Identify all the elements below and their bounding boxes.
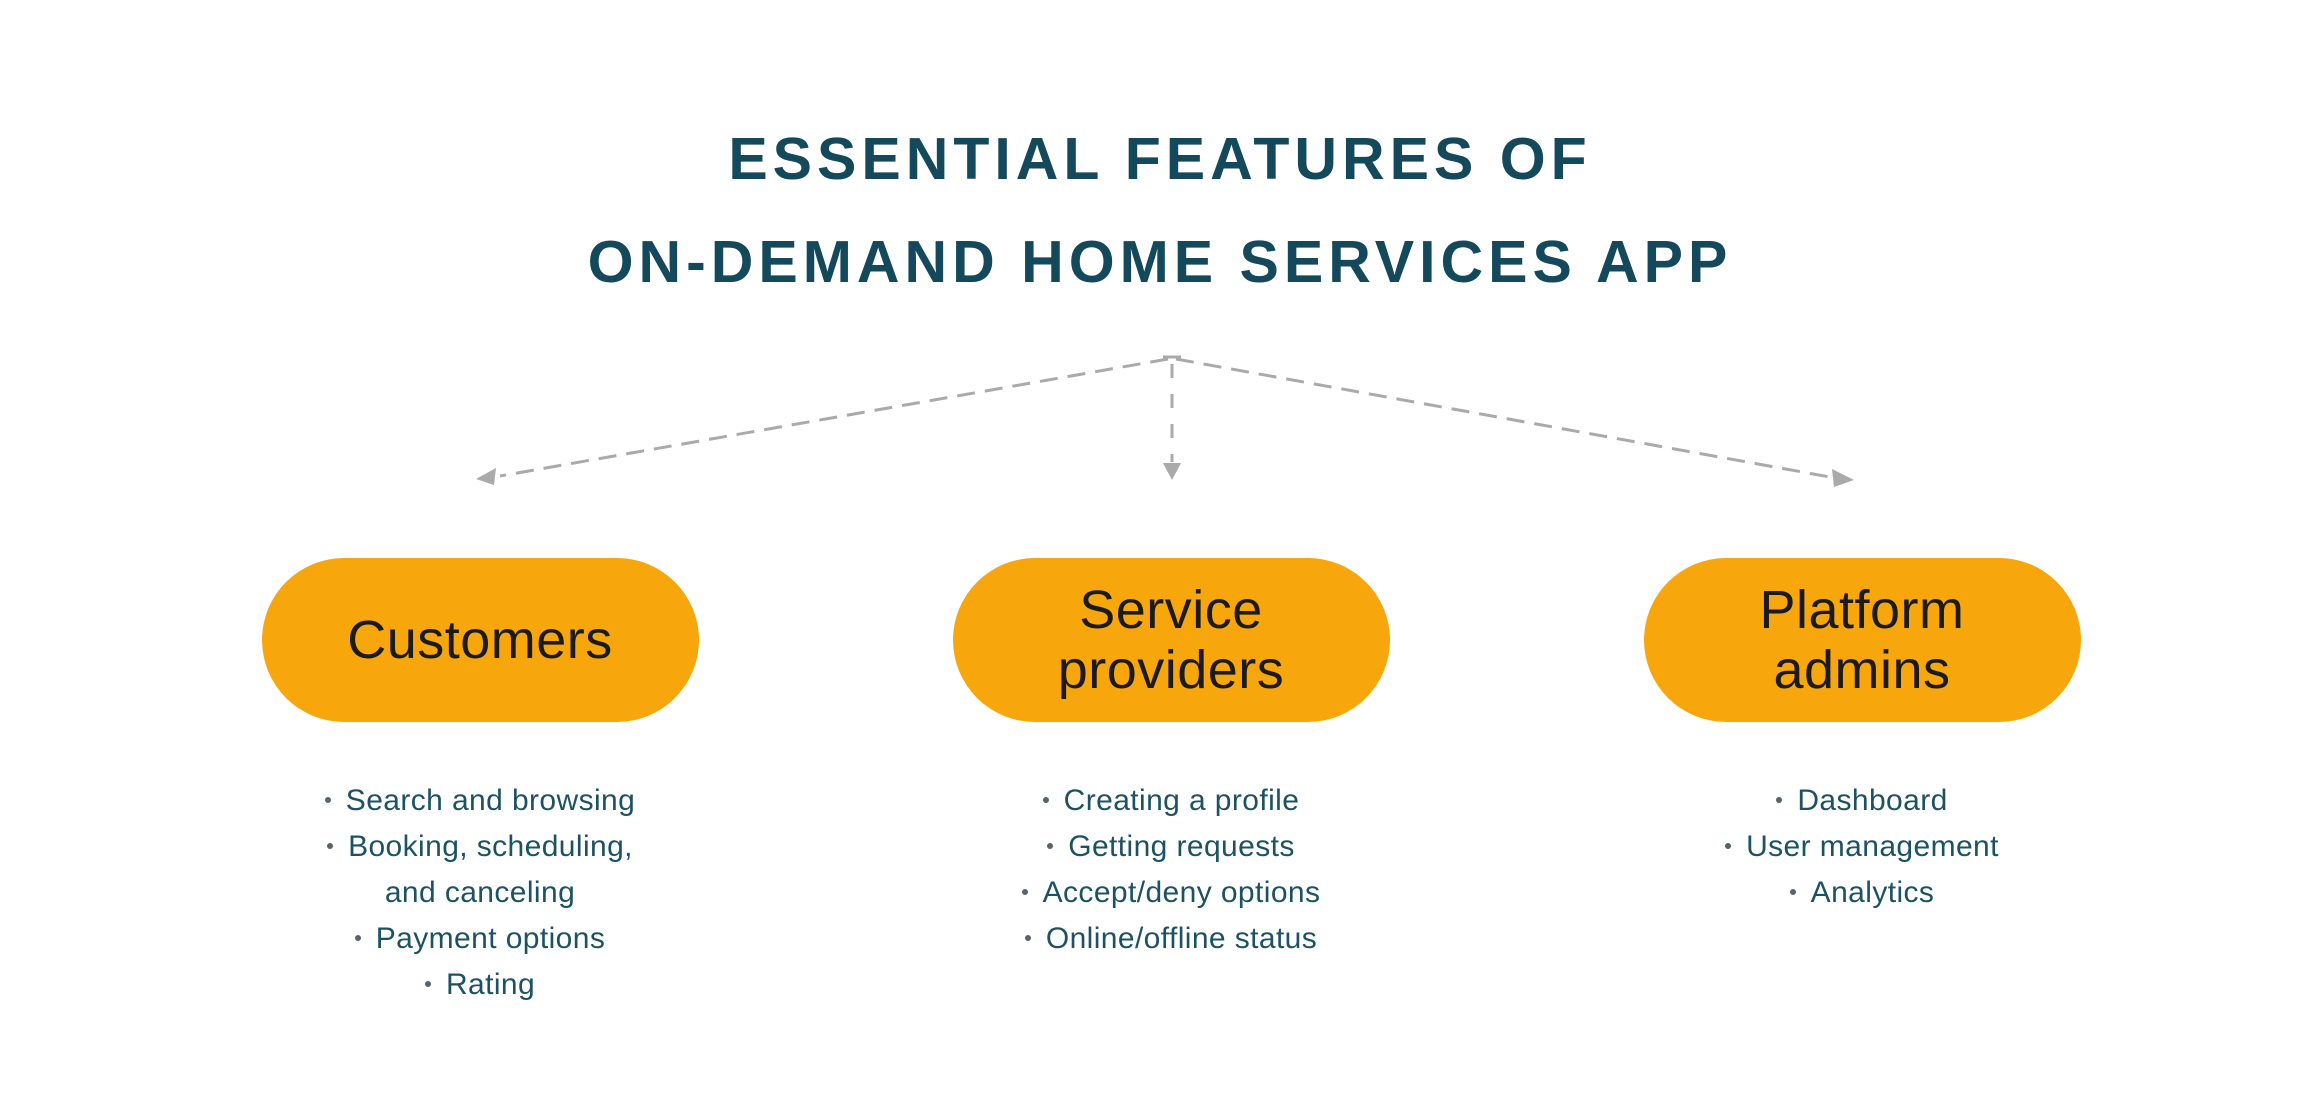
page-title-line-1: ESSENTIAL FEATURES OF [728,126,1592,192]
bullet-dot-icon [1776,797,1783,804]
bullet-dot-icon [324,797,331,804]
feature-item: Getting requests [931,824,1411,870]
feature-item: Rating [240,962,720,1008]
feature-text: User management [1746,830,1999,863]
bullet-dot-icon [354,935,361,942]
feature-text: Booking, scheduling,and canceling [348,830,633,909]
page-title-line-2: ON-DEMAND HOME SERVICES APP [587,229,1733,295]
bullet-dot-icon [1021,889,1028,896]
arrowhead-down-icon [1163,463,1181,480]
feature-item: Analytics [1622,870,2102,916]
group-label: Customers [347,610,613,670]
feature-text: Analytics [1810,876,1935,909]
feature-text: Search and browsing [345,784,636,817]
feature-text: Creating a profile [1063,784,1300,817]
feature-item: Booking, scheduling,and canceling [240,824,720,916]
feature-text: Online/offline status [1045,922,1318,955]
connector-line-right [1175,357,1831,479]
feature-item: Dashboard [1622,778,2102,824]
feature-item: Creating a profile [931,778,1411,824]
bullet-dot-icon [1024,935,1031,942]
feature-item: User management [1622,824,2102,870]
page-title: ESSENTIAL FEATURES OF ON-DEMAND HOME SER… [0,108,2320,314]
connector-arrows [476,355,1854,487]
feature-item: Online/offline status [931,916,1411,962]
feature-text: Payment options [375,922,606,955]
bullet-dot-icon [1047,843,1054,850]
arrowhead-left-icon [476,468,496,485]
bullet-dot-icon [1042,797,1049,804]
bullet-dot-icon [1789,889,1796,896]
bullet-dot-icon [1725,843,1732,850]
feature-text: Getting requests [1068,830,1295,863]
connector-line-left [499,357,1169,478]
feature-item: Accept/deny options [931,870,1411,916]
feature-text: Rating [445,968,536,1001]
bullet-dot-icon [327,843,334,850]
feature-item: Payment options [240,916,720,962]
group-pill-customers: Customers [261,558,699,722]
feature-text: Accept/deny options [1042,876,1321,909]
feature-item: Search and browsing [240,778,720,824]
feature-text: Dashboard [1797,784,1948,817]
bullet-dot-icon [424,981,431,988]
arrowhead-right-icon [1832,469,1854,487]
